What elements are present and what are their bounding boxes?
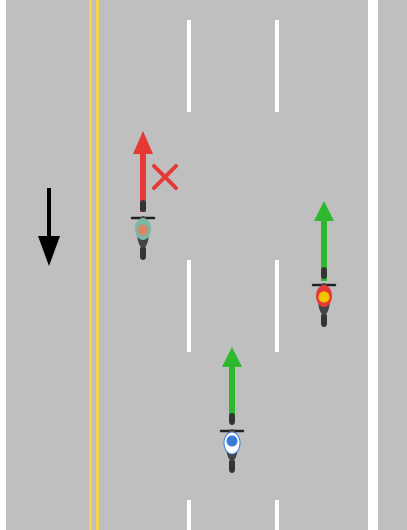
motorcycle-icon: [130, 198, 156, 262]
motorcycle-icon: [219, 411, 245, 475]
lane-divider-1: [187, 20, 191, 530]
motorcycle-left-lane: [130, 131, 178, 262]
center-line-right: [96, 0, 99, 530]
green-arrow-icon: [222, 347, 242, 417]
motorcycle-icon: [311, 265, 337, 329]
motorcycle-middle-lane: [219, 347, 245, 475]
road-edge-left: [0, 0, 6, 530]
travel-direction-arrow-icon: [38, 188, 60, 266]
lane-divider-2: [275, 20, 279, 530]
red-arrow-icon: [133, 131, 153, 212]
cross-icon: [152, 164, 178, 190]
center-line-left: [89, 0, 92, 530]
green-arrow-icon: [314, 201, 334, 281]
motorcycle-right-lane: [311, 201, 337, 329]
road-edge-right-shoulder: [368, 0, 378, 530]
